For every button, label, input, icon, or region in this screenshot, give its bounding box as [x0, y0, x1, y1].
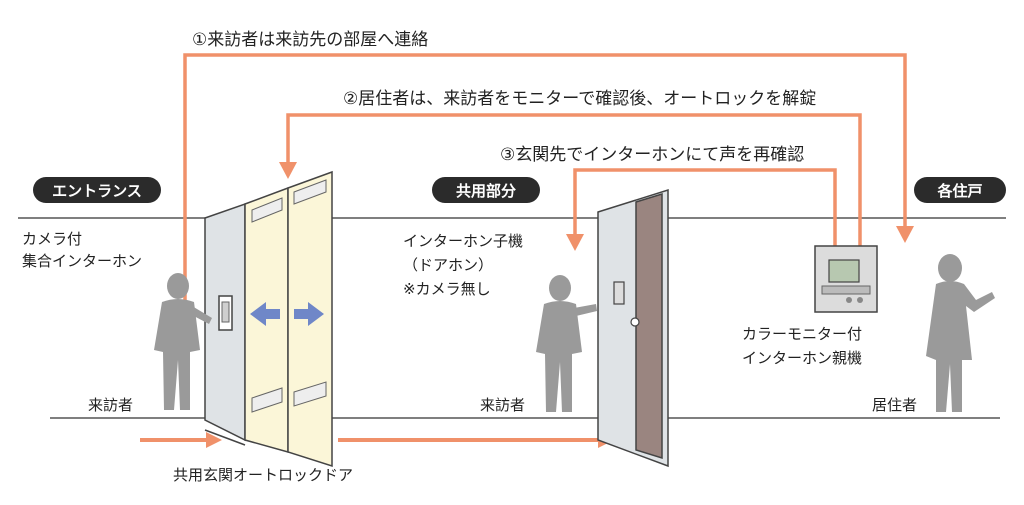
route-step1-arrowhead [896, 226, 914, 243]
child-unit-label-2: （ドアホン） [403, 256, 493, 274]
monitor-label-1: カラーモニター付 [742, 325, 862, 343]
autolock-door-decor-2 [293, 179, 327, 205]
monitor-buttons [821, 285, 871, 295]
unit-door [597, 188, 669, 468]
monitor-master-unit [814, 245, 878, 313]
camera-intercom-label-2: 集合インターホン [22, 252, 142, 270]
door-knob [630, 317, 640, 327]
monitor-screen [828, 259, 860, 283]
step3-text: ③玄関先でインターホンにて声を再確認 [500, 145, 804, 165]
pill-unit [914, 177, 1006, 203]
pill-common-text: 共用部分 [456, 182, 516, 200]
autolock-door-decor-4 [293, 381, 327, 407]
pill-entrance-text: エントランス [52, 182, 142, 200]
step1-text: ①来訪者は来訪先の部屋へ連絡 [192, 30, 428, 50]
step2-text: ②居住者は、来訪者をモニターで確認後、オートロックを解錠 [343, 89, 816, 109]
slide-arrow-right-icon [294, 302, 324, 326]
pill-unit-text: 各住戸 [936, 182, 982, 200]
visitor2-figure [536, 275, 597, 412]
monitor-label-2: インターホン親機 [742, 349, 862, 367]
route-step3 [573, 168, 837, 246]
resident-label: 居住者 [872, 396, 917, 414]
visitor1-label: 来訪者 [88, 396, 133, 414]
autolock-door-decor-1 [251, 197, 283, 223]
child-unit-label-3: ※カメラ無し [403, 280, 491, 298]
visitor1-figure [154, 273, 212, 410]
slide-arrow-left-icon [250, 302, 280, 326]
autolock-door-decor-3 [251, 387, 283, 413]
pill-common [432, 177, 540, 203]
monitor-button-2 [857, 297, 863, 303]
route-step3-arrowhead [566, 234, 584, 251]
unit-door-leaf [635, 192, 663, 460]
resident-figure [926, 254, 995, 412]
route-step2 [286, 113, 862, 246]
pill-entrance [33, 177, 161, 203]
route-step1 [183, 53, 907, 300]
autolock-door-rail [204, 429, 246, 446]
autolock-door-glass-left [244, 186, 289, 453]
route-step2-arrowhead [279, 162, 297, 179]
door-intercom [613, 281, 625, 305]
visitor2-label: 来訪者 [480, 396, 525, 414]
flow-arrow-1-head [206, 432, 222, 448]
child-unit-label-1: インターホン子機 [403, 232, 523, 250]
autolock-door-label: 共用玄関オートロックドア [173, 466, 353, 484]
monitor-button-1 [846, 297, 852, 303]
intercom-panel-entrance-inner [221, 301, 230, 323]
camera-intercom-label-1: カメラ付 [22, 230, 82, 248]
